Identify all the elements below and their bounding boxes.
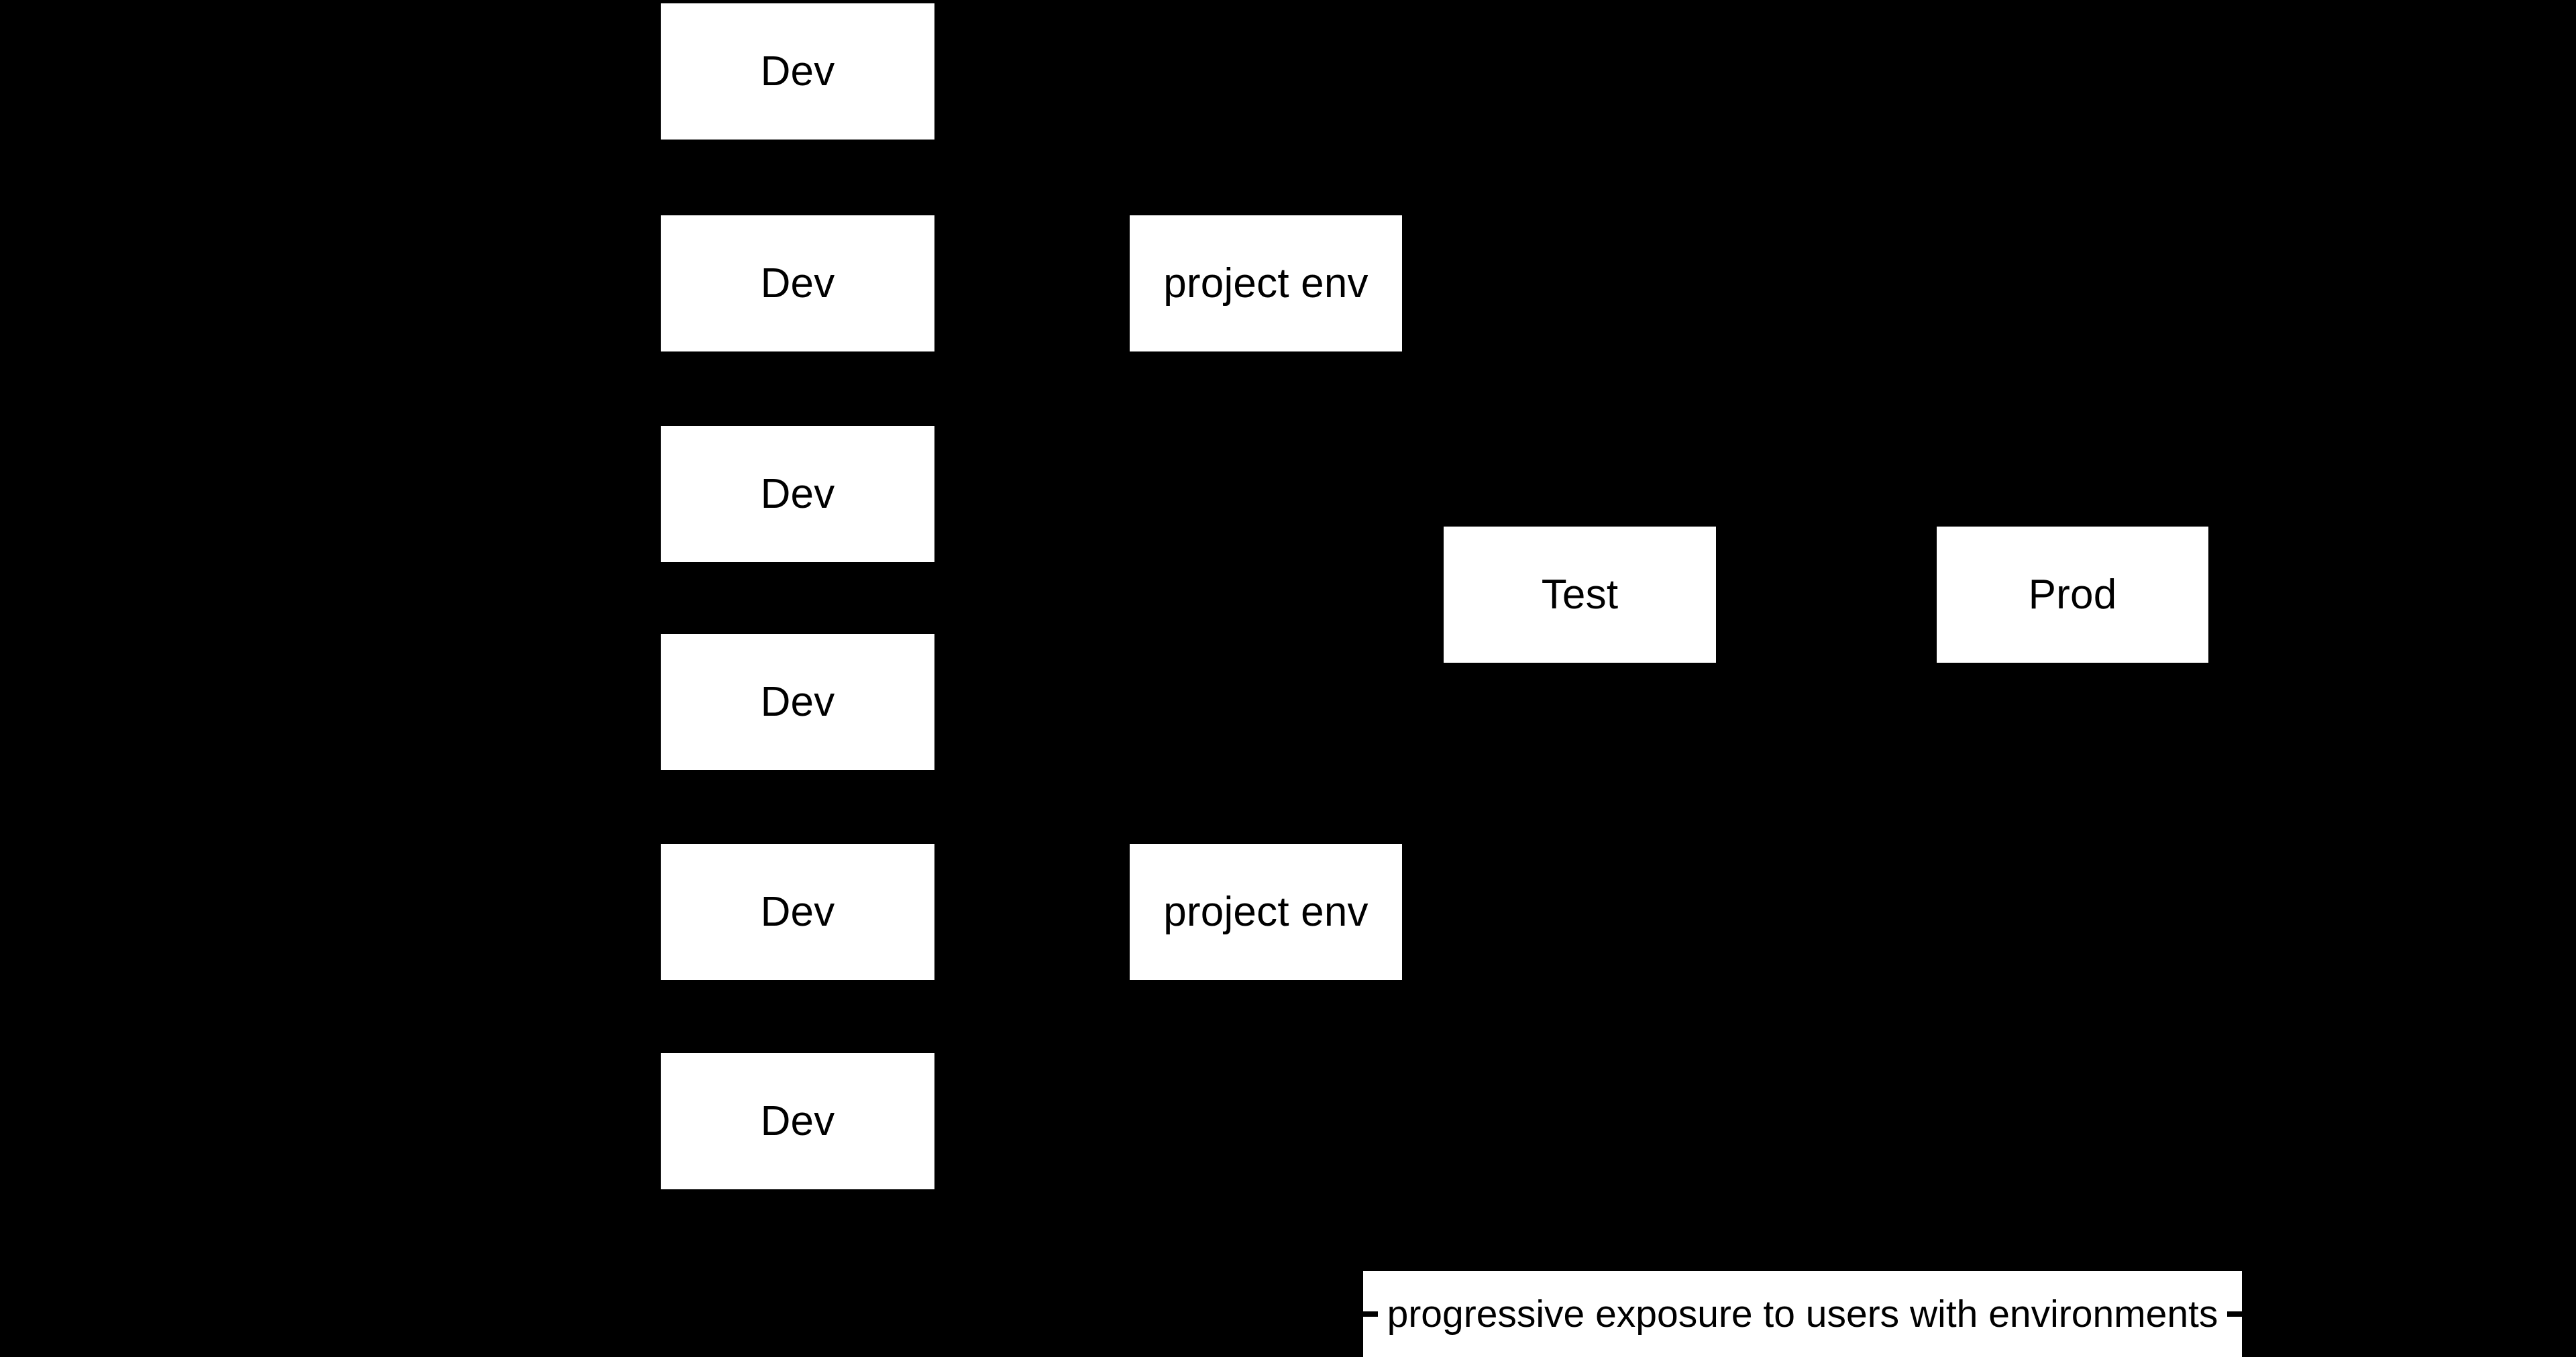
node-dev-2[interactable]: Dev [661,215,934,351]
node-label: project env [1163,888,1368,935]
node-label: Dev [760,260,835,307]
node-label: Dev [760,888,835,935]
node-dev-3[interactable]: Dev [661,426,934,562]
node-dev-4[interactable]: Dev [661,634,934,770]
node-label: Dev [760,470,835,517]
caption-bar: progressive exposure to users with envir… [1363,1271,2242,1357]
arrow-right-icon [2227,1311,2242,1317]
node-label: project env [1163,260,1368,307]
node-dev-5[interactable]: Dev [661,844,934,980]
node-project-env-2[interactable]: project env [1130,844,1402,980]
node-label: Dev [760,678,835,725]
node-label: Dev [760,1097,835,1144]
arrow-left-icon [1363,1311,1378,1317]
node-label: Prod [2028,571,2117,618]
node-dev-1[interactable]: Dev [661,3,934,140]
node-project-env-1[interactable]: project env [1130,215,1402,351]
node-label: Dev [760,48,835,95]
node-prod[interactable]: Prod [1937,527,2208,663]
caption-text: progressive exposure to users with envir… [1387,1292,2218,1336]
node-test[interactable]: Test [1444,527,1716,663]
node-label: Test [1541,571,1619,618]
node-dev-6[interactable]: Dev [661,1053,934,1189]
